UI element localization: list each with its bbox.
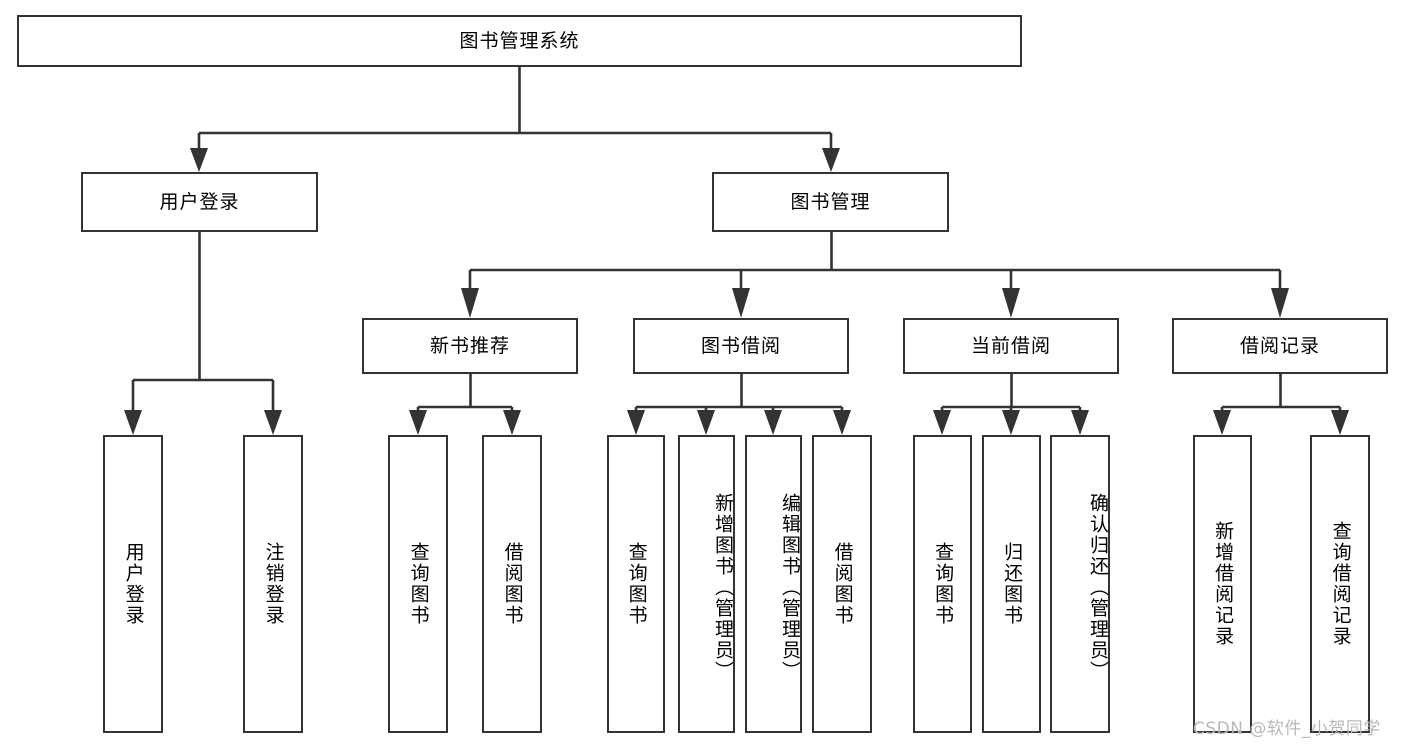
node-root-label: 图书管理系统 [459, 29, 580, 52]
arrow-user-login [190, 148, 208, 172]
node-borrow-record-label: 借阅记录 [1239, 334, 1320, 357]
arrow-book-mgmt [822, 148, 840, 172]
arrow-borrow-leaf-4 [833, 410, 851, 435]
node-user-login-label: 用户登录 [159, 190, 240, 213]
node-current-borrow[interactable]: 当前借阅 [903, 318, 1119, 374]
node-current-borrow-label: 当前借阅 [970, 334, 1051, 357]
arrow-book-borrow [732, 288, 750, 318]
node-new-book-recommend-label: 新书推荐 [429, 334, 510, 357]
leaf-query-book-current-label: 查询图书 [932, 542, 955, 626]
leaf-query-borrow-record-label: 查询借阅记录 [1329, 521, 1352, 647]
leaf-add-book-admin[interactable]: 新增图书（管理员） [678, 435, 735, 733]
leaf-edit-book-admin-label: 编辑图书（管理员） [779, 492, 801, 682]
leaf-borrow-book-rec-label: 借阅图书 [501, 542, 524, 626]
arrow-current-leaf-3 [1071, 410, 1089, 435]
arrow-new-book-rec [461, 288, 479, 318]
node-book-management-label: 图书管理 [790, 190, 871, 213]
leaf-return-book-label: 归还图书 [1001, 542, 1024, 626]
leaf-edit-book-admin[interactable]: 编辑图书（管理员） [745, 435, 802, 733]
node-book-borrow[interactable]: 图书借阅 [633, 318, 849, 374]
leaf-borrow-book-label: 借阅图书 [831, 542, 854, 626]
leaf-query-book-rec-label: 查询图书 [407, 542, 430, 626]
leaf-confirm-return-admin-label: 确认归还（管理员） [1087, 492, 1109, 682]
arrow-borrow-leaf-2 [697, 410, 715, 435]
leaf-add-book-admin-label: 新增图书（管理员） [712, 492, 734, 682]
node-book-borrow-label: 图书借阅 [700, 334, 781, 357]
leaf-user-login[interactable]: 用户登录 [103, 435, 163, 733]
leaf-logout-login-label: 注销登录 [262, 542, 285, 626]
leaf-add-borrow-record-label: 新增借阅记录 [1212, 521, 1235, 647]
arrow-newbook-leaf-2 [503, 410, 521, 435]
node-user-login[interactable]: 用户登录 [81, 172, 318, 232]
csdn-watermark: CSDN @软件_小贺同学 [1193, 719, 1381, 739]
arrow-leaf-logout [264, 410, 282, 435]
leaf-add-borrow-record[interactable]: 新增借阅记录 [1193, 435, 1252, 733]
node-borrow-record[interactable]: 借阅记录 [1172, 318, 1388, 374]
arrow-record-leaf-1 [1213, 410, 1231, 435]
arrow-newbook-leaf-1 [409, 410, 427, 435]
leaf-confirm-return-admin[interactable]: 确认归还（管理员） [1050, 435, 1110, 733]
arrow-leaf-user-login [124, 410, 142, 435]
leaf-query-book-rec[interactable]: 查询图书 [388, 435, 448, 733]
leaf-borrow-book-rec[interactable]: 借阅图书 [482, 435, 542, 733]
node-new-book-recommend[interactable]: 新书推荐 [362, 318, 578, 374]
leaf-query-book-borrow[interactable]: 查询图书 [607, 435, 665, 733]
leaf-logout-login[interactable]: 注销登录 [243, 435, 303, 733]
leaf-query-book-current[interactable]: 查询图书 [913, 435, 972, 733]
arrow-borrow-leaf-1 [627, 410, 645, 435]
leaf-query-borrow-record[interactable]: 查询借阅记录 [1310, 435, 1370, 733]
arrow-borrow-leaf-3 [764, 410, 782, 435]
arrow-record-leaf-2 [1331, 410, 1349, 435]
arrow-current-borrow [1002, 288, 1020, 318]
leaf-query-book-borrow-label: 查询图书 [625, 542, 648, 626]
arrow-current-leaf-1 [933, 410, 951, 435]
leaf-user-login-label: 用户登录 [122, 542, 145, 626]
node-root[interactable]: 图书管理系统 [17, 15, 1022, 67]
leaf-return-book[interactable]: 归还图书 [982, 435, 1041, 733]
leaf-borrow-book[interactable]: 借阅图书 [812, 435, 872, 733]
arrow-borrow-record [1271, 288, 1289, 318]
node-book-management[interactable]: 图书管理 [712, 172, 949, 232]
arrow-current-leaf-2 [1002, 410, 1020, 435]
